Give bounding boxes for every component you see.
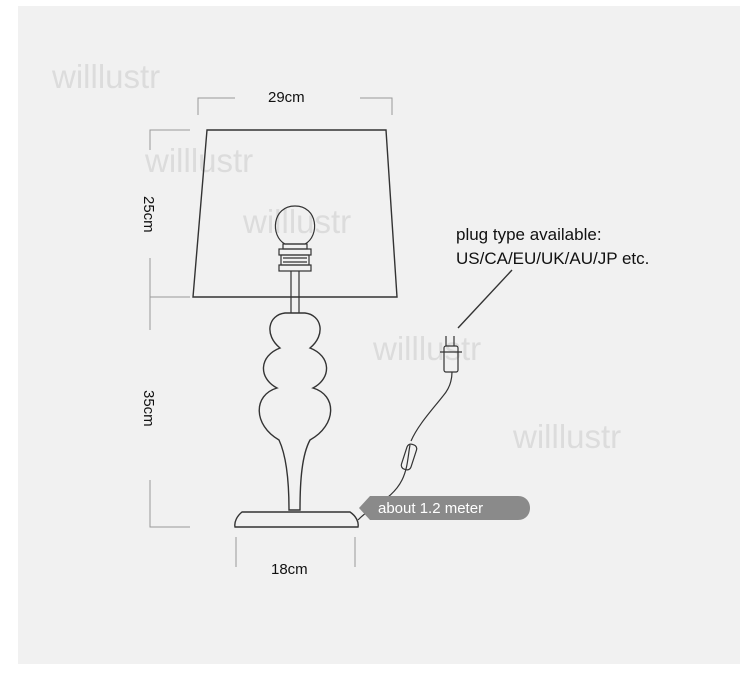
lamp-body	[258, 312, 332, 511]
base-width-label: 18cm	[271, 561, 308, 578]
shade-width-guide	[197, 97, 393, 115]
watermark-2: willlustr	[144, 142, 253, 179]
lamp-base	[234, 511, 359, 528]
shade-width-label: 29cm	[268, 89, 305, 106]
shade-height-label: 25cm	[140, 196, 157, 233]
base-width-guide	[235, 537, 356, 567]
watermark-1: willlustr	[51, 58, 160, 95]
plug-type-heading: plug type available:	[456, 225, 602, 244]
lamp-stem	[290, 271, 300, 313]
inline-switch-icon	[400, 443, 418, 471]
base-height-label: 35cm	[140, 390, 157, 427]
lamp-shade	[192, 129, 398, 298]
diagram-canvas	[18, 6, 740, 664]
watermark-4: willlustr	[372, 330, 481, 367]
watermark-5: willlustr	[512, 418, 621, 455]
plug-icon	[440, 336, 462, 373]
cable-length-label: about 1.2 meter	[378, 500, 483, 517]
height-guides	[149, 129, 190, 528]
plug-pointer-line	[457, 269, 513, 329]
cable-length-badge: about 1.2 meter	[359, 496, 530, 520]
light-bulb-icon	[274, 205, 316, 272]
watermark-3: willlustr	[242, 203, 351, 240]
plug-type-list: US/CA/EU/UK/AU/JP etc.	[456, 249, 649, 268]
